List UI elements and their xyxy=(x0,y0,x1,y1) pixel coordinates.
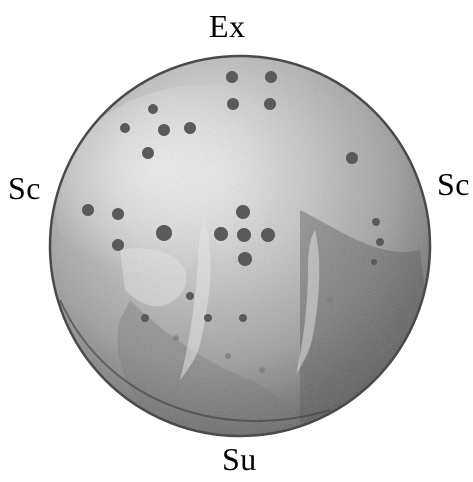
colony-dot xyxy=(184,122,196,134)
colony-dot xyxy=(237,228,251,242)
colony-dot xyxy=(346,152,358,164)
label-right: Sc xyxy=(437,168,470,200)
label-left: Sc xyxy=(8,172,41,204)
colony-dot xyxy=(371,259,377,265)
colony-dot xyxy=(156,225,172,241)
colony-dot xyxy=(265,71,277,83)
colony-dot xyxy=(158,124,170,136)
colony-dot xyxy=(372,218,380,226)
colony-dot xyxy=(264,98,276,110)
colony-dot xyxy=(261,228,275,242)
colony-dot xyxy=(236,205,250,219)
colony-dot xyxy=(239,314,247,322)
colony-dot xyxy=(148,104,158,114)
label-bottom: Su xyxy=(222,443,257,475)
colony-dot xyxy=(112,239,124,251)
colony-dot xyxy=(112,208,124,220)
colony-dot xyxy=(186,292,194,300)
colony-dot xyxy=(142,147,154,159)
colony-dot xyxy=(214,227,228,241)
colony-dot xyxy=(120,123,130,133)
colony-dot xyxy=(226,71,238,83)
colony-dot xyxy=(141,314,149,322)
colony-dot xyxy=(204,314,212,322)
label-top: Ex xyxy=(209,10,246,42)
colony-dot xyxy=(82,204,94,216)
colony-dot xyxy=(238,252,252,266)
colony-dot xyxy=(376,238,384,246)
colony-dot xyxy=(227,98,239,110)
